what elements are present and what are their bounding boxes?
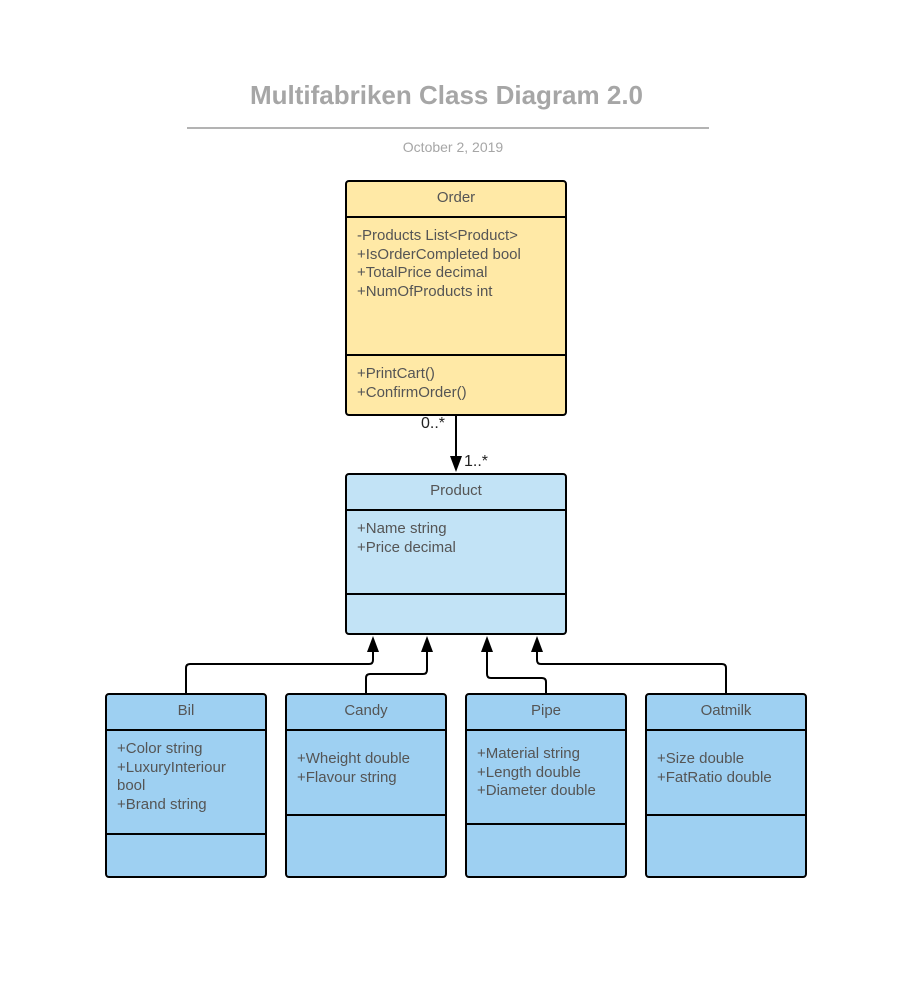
class-order-operations: +PrintCart() +ConfirmOrder() [347,354,565,414]
attribute: -Products List<Product> [357,227,518,244]
attribute: +Diameter double [477,782,596,800]
attribute: +NumOfProducts int [357,283,493,301]
class-candy-attributes: +Wheight double +Flavour string [287,731,445,814]
class-product[interactable]: Product +Name string +Price decimal [345,473,567,635]
generalization-pipe-arrowhead [481,636,493,652]
class-order-attributes: -Products List<Product> +IsOrderComplete… [347,218,565,354]
class-order-name: Order [347,182,565,218]
class-product-operations [347,593,565,633]
class-pipe[interactable]: Pipe +Material string +Length double +Di… [465,693,627,878]
attribute: +Size double [657,750,745,767]
class-order[interactable]: Order -Products List<Product> +IsOrderCo… [345,180,567,416]
attribute: +Wheight double [297,750,410,767]
generalization-bil-product[interactable] [185,650,374,693]
generalization-candy-product[interactable] [365,650,428,693]
attribute: +Material string [477,745,580,762]
diagram-date: October 2, 2019 [402,139,504,155]
operation: +ConfirmOrder() [357,383,467,401]
generalization-pipe-product[interactable] [486,650,547,693]
generalization-bil-arrowhead [367,636,379,652]
title-divider [187,127,709,129]
diagram-title: Multifabriken Class Diagram 2.0 [249,80,644,110]
class-candy-operations [287,814,445,876]
attribute: +Flavour string [297,768,397,786]
generalization-oatmilk-arrowhead [531,636,543,652]
attribute: +FatRatio double [657,768,772,786]
class-product-name: Product [347,475,565,511]
class-product-attributes: +Name string +Price decimal [347,511,565,593]
attribute: +Color string [117,740,203,757]
class-candy-name: Candy [287,695,445,731]
class-oatmilk-name: Oatmilk [647,695,805,731]
class-bil[interactable]: Bil +Color string +LuxuryInteriour bool … [105,693,267,878]
attribute: +Name string [357,520,447,537]
attribute: +LuxuryInteriour bool [117,758,226,795]
attribute: +TotalPrice decimal [357,264,488,282]
class-bil-name: Bil [107,695,265,731]
generalization-oatmilk-product[interactable] [536,650,727,693]
attribute: +Price decimal [357,538,456,556]
class-oatmilk-operations [647,814,805,876]
source-multiplicity: 0..* [421,415,446,432]
attribute: +Length double [477,763,581,781]
attribute: +IsOrderCompleted bool [357,245,521,263]
target-multiplicity: 1..* [464,453,489,470]
class-oatmilk-attributes: +Size double +FatRatio double [647,731,805,814]
generalization-candy-arrowhead [421,636,433,652]
class-bil-attributes: +Color string +LuxuryInteriour bool +Bra… [107,731,265,833]
attribute: +Brand string [117,796,207,814]
class-candy[interactable]: Candy +Wheight double +Flavour string [285,693,447,878]
class-pipe-name: Pipe [467,695,625,731]
class-pipe-operations [467,823,625,876]
class-bil-operations [107,833,265,876]
class-pipe-attributes: +Material string +Length double +Diamete… [467,731,625,823]
operation: +PrintCart() [357,365,435,382]
class-oatmilk[interactable]: Oatmilk +Size double +FatRatio double [645,693,807,878]
association-arrowhead [450,456,462,472]
